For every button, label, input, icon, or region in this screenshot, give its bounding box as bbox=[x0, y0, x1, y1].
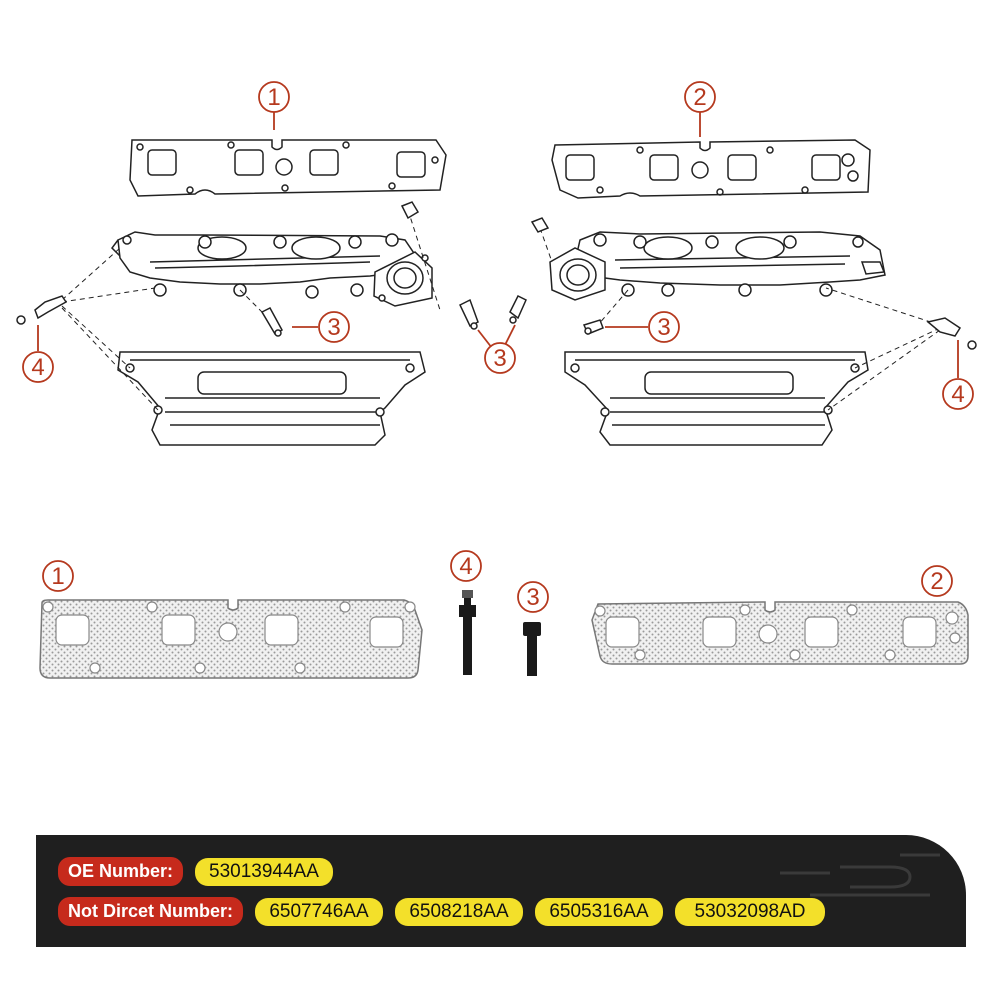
callout-number: 1 bbox=[267, 84, 280, 111]
callout-number: 4 bbox=[459, 553, 472, 580]
callout-number: 3 bbox=[493, 345, 506, 372]
oe-number-value: 53013944AA bbox=[195, 857, 333, 886]
bottom-bolt bbox=[523, 622, 541, 676]
callout-right-stud: 4 bbox=[942, 340, 974, 410]
callout-top-left-gasket: 1 bbox=[258, 81, 290, 130]
not-direct-number-label: Not Dircet Number: bbox=[58, 897, 244, 926]
callout-top-right-gasket: 2 bbox=[684, 81, 716, 137]
callout-left-bolt: 3 bbox=[292, 311, 350, 343]
not-direct-number-value: 6507746AA bbox=[255, 897, 384, 926]
right-leader-lines bbox=[539, 227, 941, 411]
not-direct-number-value: 6508218AA bbox=[395, 897, 524, 926]
callout-number: 3 bbox=[327, 314, 340, 341]
callout-number: 3 bbox=[526, 584, 539, 611]
oe-number-row: OE Number: 53013944AA bbox=[58, 857, 333, 886]
callout-number: 2 bbox=[930, 568, 943, 595]
callout-number: 4 bbox=[31, 354, 44, 381]
left-hardware-drawing bbox=[16, 201, 479, 337]
right-heat-shield-drawing bbox=[564, 351, 869, 446]
not-direct-number-value: 53032098AD bbox=[675, 897, 826, 926]
not-direct-number-row: Not Dircet Number: 6507746AA 6508218AA 6… bbox=[58, 897, 826, 926]
left-gasket-drawing bbox=[129, 139, 447, 197]
callout-number: 1 bbox=[51, 563, 64, 590]
callout-bottom-bolt: 3 bbox=[517, 581, 549, 613]
exhaust-manifold-diagram: 1 2 3 3 3 4 4 bbox=[16, 81, 977, 679]
left-leader-lines bbox=[61, 209, 441, 411]
callout-number: 4 bbox=[951, 381, 964, 408]
callout-bottom-gasket-right: 2 bbox=[921, 565, 953, 597]
oe-number-label: OE Number: bbox=[58, 857, 184, 886]
decorative-wave-graphic bbox=[780, 853, 940, 897]
bottom-gasket-left bbox=[39, 599, 423, 679]
callout-right-bolt: 3 bbox=[605, 311, 680, 343]
callout-left-stud: 4 bbox=[22, 325, 54, 383]
callout-bottom-stud: 4 bbox=[450, 550, 482, 582]
bottom-gasket-right bbox=[591, 601, 969, 665]
callout-center-bolt: 3 bbox=[477, 324, 516, 374]
right-hardware-drawing bbox=[509, 217, 977, 350]
callout-bottom-gasket-left: 1 bbox=[42, 560, 74, 592]
right-manifold-drawing bbox=[549, 231, 886, 301]
left-manifold-drawing bbox=[111, 231, 433, 307]
part-number-panel: OE Number: 53013944AA Not Dircet Number:… bbox=[36, 835, 966, 947]
not-direct-number-value: 6505316AA bbox=[535, 897, 664, 926]
bottom-stud bbox=[459, 590, 476, 675]
callout-number: 3 bbox=[657, 314, 670, 341]
callout-number: 2 bbox=[693, 84, 706, 111]
right-gasket-drawing bbox=[551, 139, 871, 199]
left-heat-shield-drawing bbox=[117, 351, 426, 446]
